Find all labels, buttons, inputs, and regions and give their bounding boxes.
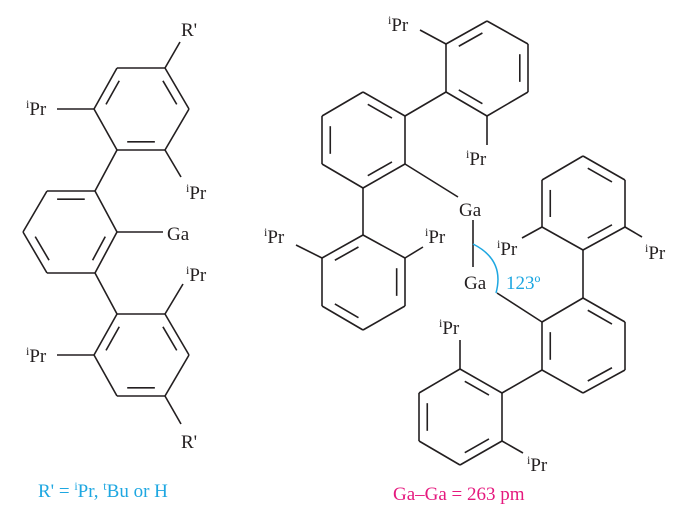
ring-bond xyxy=(486,91,529,117)
substituent-bond xyxy=(164,149,182,178)
ga-top-label: Ga xyxy=(459,200,482,221)
ring-bond xyxy=(22,231,48,274)
ipr-label: iPr xyxy=(425,225,446,248)
ring-bond xyxy=(321,163,364,189)
ring-bond xyxy=(362,234,406,259)
substituent-bond xyxy=(404,246,424,259)
double-bond xyxy=(367,161,393,177)
ring-bond xyxy=(93,67,118,110)
substituent-bond xyxy=(164,41,181,69)
double-bond xyxy=(464,438,490,454)
ga-label: Ga xyxy=(167,224,190,245)
substituent-bond xyxy=(164,395,182,425)
double-bond xyxy=(334,246,359,261)
ring-bond xyxy=(164,354,190,397)
double-bond xyxy=(458,32,483,47)
ring-bond xyxy=(164,67,190,110)
r-prime-top-label: R' xyxy=(181,20,197,41)
substituent-bond xyxy=(404,163,459,198)
double-bond xyxy=(458,89,483,105)
ipr-label: iPr xyxy=(439,316,460,339)
substituent-bond xyxy=(164,283,184,315)
substituent-bond xyxy=(496,292,543,323)
ring-bond xyxy=(93,313,118,356)
ring-bond xyxy=(362,163,406,189)
ring-bond xyxy=(459,368,503,394)
double-bond xyxy=(105,326,120,351)
angle-arc xyxy=(472,243,499,294)
substituent-bond xyxy=(94,149,118,192)
double-bond xyxy=(334,303,359,319)
caption-substituents: R' = iPr, tBu or H xyxy=(38,479,168,502)
ring-bond xyxy=(164,313,190,356)
angle-label: 123º xyxy=(506,273,541,294)
ring-bond xyxy=(582,297,626,323)
ring-bond xyxy=(486,20,529,45)
ring-bond xyxy=(582,369,626,394)
double-bond xyxy=(105,80,120,105)
substituent-bond xyxy=(419,29,447,45)
substituent-bond xyxy=(624,226,643,238)
ipr-label: iPr xyxy=(388,13,409,36)
ring-bond xyxy=(164,108,190,151)
ring-bond xyxy=(582,226,626,251)
ipr-label: iPr xyxy=(497,237,518,260)
ipr-label: iPr xyxy=(26,344,47,367)
ring-bond xyxy=(93,354,118,397)
ring-bond xyxy=(94,190,118,233)
double-bond xyxy=(367,103,393,119)
ring-bond xyxy=(362,91,406,117)
ring-bond xyxy=(22,190,48,233)
double-bond xyxy=(587,367,613,382)
ring-bond xyxy=(321,91,364,117)
ipr-label: iPr xyxy=(26,97,47,120)
ring-bond xyxy=(459,440,503,466)
ga-bottom-label: Ga xyxy=(464,273,487,294)
ring-bond xyxy=(541,155,584,181)
substituent-bond xyxy=(94,272,118,315)
ipr-label: iPr xyxy=(186,263,207,286)
ipr-label: iPr xyxy=(186,181,207,204)
substituent-bond xyxy=(404,91,447,117)
substituent-bond xyxy=(295,244,323,259)
ipr-label: iPr xyxy=(527,453,548,476)
ipr-label: iPr xyxy=(645,241,666,264)
caption-ga-ga-distance: Ga–Ga = 263 pm xyxy=(393,484,525,505)
double-bond xyxy=(587,224,613,239)
ring-bond xyxy=(93,108,118,151)
substituent-bond xyxy=(501,369,543,394)
ring-bond xyxy=(94,231,118,274)
double-bond xyxy=(464,380,490,396)
bonds xyxy=(22,20,643,466)
ipr-label: iPr xyxy=(466,147,487,170)
double-bond xyxy=(91,236,106,261)
ring-bond xyxy=(541,226,584,251)
ring-bond xyxy=(321,305,364,331)
ring-bond xyxy=(582,155,626,181)
double-bond xyxy=(587,167,613,183)
double-bond xyxy=(162,326,178,351)
substituent-bond xyxy=(521,226,543,239)
substituent-bond xyxy=(501,440,524,454)
double-bond xyxy=(587,309,613,325)
ring-bond xyxy=(445,20,488,45)
double-bond xyxy=(162,80,178,105)
ring-bond xyxy=(541,369,584,394)
ring-bond xyxy=(418,440,461,466)
ring-bond xyxy=(445,91,488,117)
ring-bond xyxy=(321,234,364,259)
ring-bond xyxy=(418,368,461,394)
ipr-label: iPr xyxy=(264,225,285,248)
r-prime-bottom-label: R' xyxy=(181,432,197,453)
ring-bond xyxy=(362,305,406,331)
ring-bond xyxy=(541,297,584,323)
double-bond xyxy=(34,236,50,261)
